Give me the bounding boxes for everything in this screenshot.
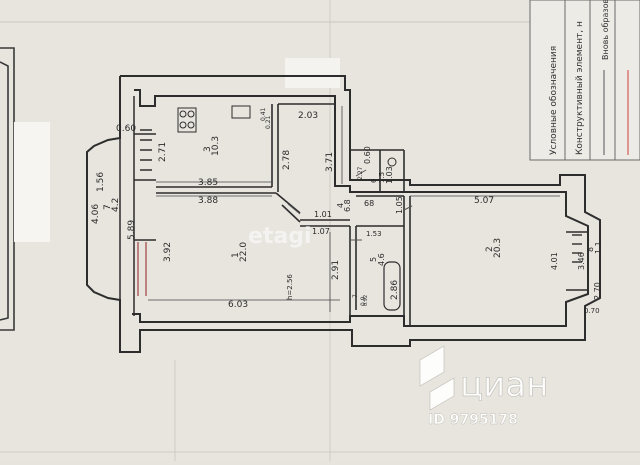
cian-watermark: циан ID 9795178 — [419, 345, 549, 428]
interior-walls — [156, 103, 411, 326]
dim-0-41: 0.41 — [260, 107, 267, 121]
legend-row1: Условные обозначения — [549, 46, 559, 155]
dimension-labels: 0.60 2.71 1.56 4.06 5.89 3.85 3.88 3.92 … — [91, 107, 602, 315]
legend-row3: Вновь образованный элем — [601, 0, 610, 60]
dim-4-06: 4.06 — [91, 204, 101, 224]
legend-row2: Конструктивный элемент, н — [575, 21, 585, 155]
dim-0-60b: 0.60 — [363, 146, 372, 164]
outer-walls — [86, 75, 601, 353]
dim-1-01: 1.01 — [314, 210, 332, 219]
redacted-block — [14, 122, 50, 242]
room-5-num: 5 — [369, 257, 378, 262]
room-labels: 3 10.3 1 22.0 2 20.3 4 6.8 5 4.6 6 1.5 7… — [103, 136, 603, 306]
dim-1-56: 1.56 — [96, 172, 106, 192]
room-7-num: 7 — [103, 204, 113, 210]
balcony-right — [566, 231, 588, 291]
dim-2-71: 2.71 — [158, 142, 168, 162]
cian-brand: циан — [460, 365, 548, 405]
dim-3-46: 3.46 — [577, 252, 586, 270]
stove-shape — [177, 107, 197, 133]
room-3-area: 10.3 — [211, 136, 221, 156]
room-4-area: 6.8 — [343, 199, 352, 212]
dim-1-53: 1.53 — [366, 230, 382, 238]
room-9-num: 7 — [352, 294, 359, 298]
room-6-num: 6 — [370, 178, 378, 183]
sink-shape — [231, 105, 251, 119]
redacted-patch — [285, 58, 340, 88]
room-1-area: 22.0 — [239, 242, 249, 262]
dimension-lines — [148, 106, 560, 312]
dim-2-86: 2.86 — [390, 280, 400, 300]
dim-5-07: 5.07 — [474, 196, 494, 206]
room-5-area: 4.6 — [377, 253, 386, 266]
dim-4-01: 4.01 — [550, 252, 559, 270]
room-7-area: 4.2 — [111, 198, 121, 212]
etagi-watermark: etagi — [248, 224, 312, 249]
dim-2-27: 2.27 — [357, 166, 364, 180]
dim-5-89: 5.89 — [127, 220, 137, 240]
dim-0-60: 0.60 — [116, 124, 136, 134]
dim-3-85: 3.85 — [198, 178, 218, 188]
room-6-area: 1.5 — [378, 172, 386, 183]
dim-0-92: 0.92 — [363, 295, 369, 306]
room-8-area: 1.1 — [594, 241, 603, 254]
dim-3-92: 3.92 — [163, 242, 173, 262]
toilet-shape — [387, 157, 397, 167]
dim-68: 68 — [364, 199, 374, 208]
dim-1-07: 1.07 — [312, 227, 330, 236]
balcony-left — [119, 96, 156, 316]
dim-2-78: 2.78 — [282, 150, 292, 170]
dim-height: h=2.56 — [286, 274, 294, 300]
room-2-area: 20.3 — [493, 238, 503, 258]
room-3-num: 3 — [203, 146, 213, 152]
dim-2-03: 2.03 — [298, 111, 318, 121]
listing-id: ID 9795178 — [428, 412, 518, 428]
dim-6-03: 6.03 — [228, 300, 248, 310]
dim-3-88: 3.88 — [198, 196, 218, 206]
room-9-area: 0.9 — [360, 296, 367, 306]
room-2-num: 2 — [485, 246, 495, 252]
dim-0-21: 0.21 — [265, 115, 272, 129]
door-swings — [287, 169, 413, 241]
dim-1-03: 1.03 — [385, 166, 394, 184]
dim-1-05: 1.05 — [395, 196, 404, 214]
room-4-num: 4 — [336, 203, 345, 208]
room-8-num: 8 — [586, 247, 595, 252]
dim-0-70: 0.70 — [584, 307, 600, 315]
dim-2-70: 2.70 — [593, 282, 602, 300]
legend-table: Условные обозначения Конструктивный элем… — [529, 0, 640, 161]
cian-logo-icon — [419, 345, 455, 411]
dim-2-91: 2.91 — [331, 260, 341, 280]
room-1-num: 1 — [231, 252, 241, 258]
dim-3-71: 3.71 — [325, 152, 335, 172]
bathtub-shape — [383, 261, 401, 311]
